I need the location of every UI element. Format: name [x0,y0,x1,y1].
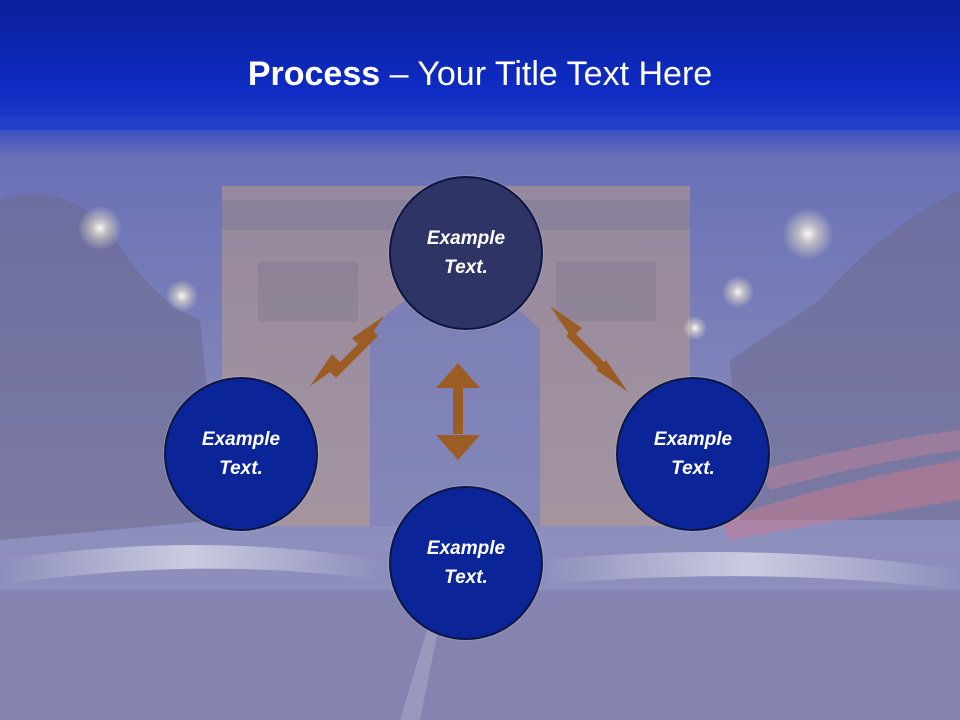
title-bar-fade [0,118,960,158]
slide-title: Process – Your Title Text Here [0,52,960,96]
node-top-text: Example Text. [426,228,506,278]
arrow-top-left [310,316,384,386]
node-right-text: Example Text. [653,429,733,479]
title-bold-part: Process [247,55,381,93]
title-bar [0,0,960,130]
process-node-right: Example Text. [616,377,770,531]
title-rest-part: – Your Title Text Here [380,55,713,93]
node-bottom-text: Example Text. [426,538,506,588]
node-left-text: Example Text. [201,429,281,479]
arrow-top-right [550,306,628,392]
process-node-left: Example Text. [164,377,318,531]
arrow-vertical [436,363,480,460]
process-node-bottom: Example Text. [389,486,543,640]
process-node-top: Example Text. [389,176,543,330]
